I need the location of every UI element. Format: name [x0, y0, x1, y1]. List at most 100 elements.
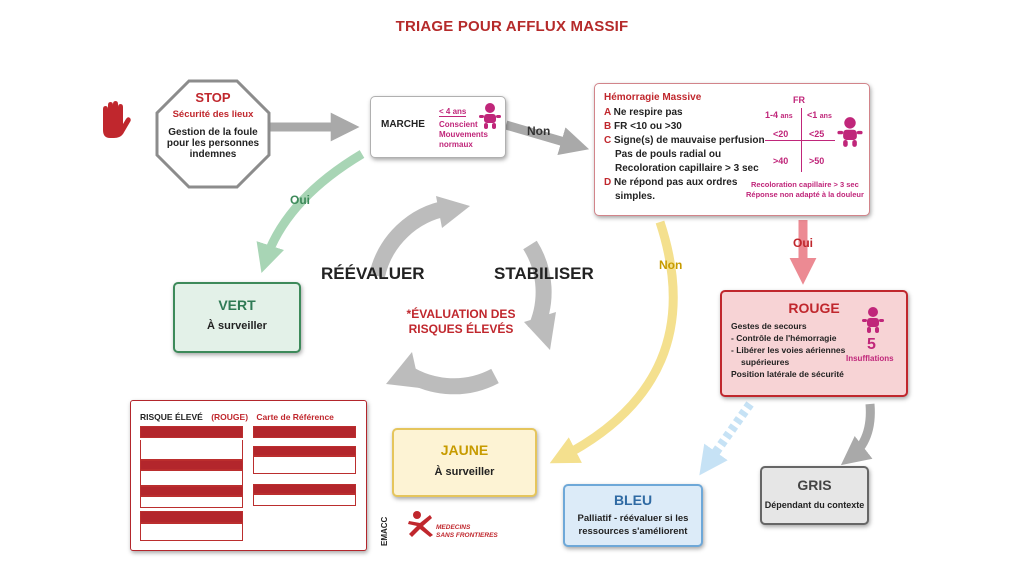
- vert-text: À surveiller: [207, 320, 267, 332]
- cycle-center-1: *ÉVALUATION DES: [406, 307, 516, 321]
- baby-icon-hemorrhage: [837, 117, 863, 147]
- stop-heading: STOP: [195, 90, 231, 105]
- rouge-box: ROUGE Gestes de secours - Contrôle de l'…: [720, 290, 908, 397]
- arrow-non-jaune: [549, 220, 678, 464]
- cycle-arrows: [369, 200, 552, 395]
- card-label-3: Carte de Référence: [256, 412, 334, 422]
- bleu-heading: BLEU: [613, 492, 653, 508]
- marche-cond-2: Mouvements: [439, 130, 488, 139]
- card-row-r5: [253, 494, 356, 506]
- msf-logo-icon: [408, 511, 433, 537]
- bleu-text-1: Palliatif - réévaluer si les: [577, 513, 689, 524]
- bleu-box: BLEU Palliatif - réévaluer si les ressou…: [563, 484, 703, 547]
- card-row-l2: [140, 440, 243, 460]
- card-row-r4: [253, 484, 356, 494]
- stop-text-3: indemnes: [189, 149, 237, 160]
- vert-heading: VERT: [218, 297, 256, 313]
- fr-label: FR: [793, 95, 805, 105]
- logo-emacc: EMACC: [380, 516, 389, 546]
- rouge-line-3: - Libérer les voies aériennes: [731, 345, 846, 355]
- card-header: RISQUE ÉLEVÉ (ROUGE) Carte de Référence: [140, 412, 334, 422]
- fr-cell-1: <20: [773, 129, 789, 139]
- logo-msf: MEDECINS SANS FRONTIERES: [436, 524, 498, 540]
- oui-label-left: Oui: [290, 193, 310, 207]
- rouge-line-2: - Contrôle de l'hémorragie: [731, 333, 837, 343]
- vert-box: VERT À surveiller: [173, 282, 301, 353]
- cycle-center-2: RISQUES ÉLEVÉS: [408, 322, 514, 336]
- rouge-heading: ROUGE: [788, 300, 840, 316]
- card-row-r2: [253, 446, 356, 456]
- hm-item-c3: Recoloration capillaire > 3 sec: [615, 163, 759, 174]
- hm-note-1: Recoloration capillaire > 3 sec: [751, 180, 859, 189]
- marche-age: < 4 ans: [439, 107, 467, 117]
- rouge-line-5: Position latérale de sécurité: [731, 369, 844, 379]
- baby-icon-rouge: [862, 307, 884, 333]
- hm-note-2: Réponse non adapté à la douleur: [746, 190, 864, 199]
- logo-msf-1: MEDECINS: [436, 524, 471, 531]
- hemorrhage-heading: Hémorragie Massive: [604, 92, 702, 103]
- rouge-num: 5: [867, 336, 876, 353]
- non-label-yellow: Non: [659, 258, 683, 272]
- card-row-r3: [253, 456, 356, 474]
- card-row-l1: [140, 426, 243, 438]
- card-row-l8: [140, 523, 243, 541]
- stop-octagon: [155, 79, 271, 189]
- marche-cond-1: Conscient: [439, 120, 478, 129]
- non-label-1: Non: [527, 124, 551, 138]
- marche-label: MARCHE: [381, 119, 425, 130]
- oui-label-right: Oui: [793, 236, 813, 250]
- hm-item-b: B FR <10 ou >30: [604, 121, 682, 132]
- rouge-line-1: Gestes de secours: [731, 321, 807, 331]
- stop-text-2: pour les personnes: [166, 138, 260, 149]
- cycle-center: *ÉVALUATION DES RISQUES ÉLEVÉS: [395, 307, 527, 337]
- fr-hline: [765, 140, 835, 141]
- fr-cell-2: <25: [809, 129, 825, 139]
- card-row-l3: [140, 460, 243, 470]
- hm-item-c: C Signe(s) de mauvaise perfusion: [604, 135, 765, 146]
- arrow-oui-vert: [256, 150, 365, 273]
- card-row-l6: [140, 496, 243, 508]
- fr-cell-4: >50: [809, 156, 825, 166]
- rouge-line-4: supérieures: [741, 357, 790, 367]
- rouge-lines: Gestes de secours - Contrôle de l'hémorr…: [731, 320, 845, 380]
- card-row-r1: [253, 426, 356, 438]
- jaune-box: JAUNE À surveiller: [392, 428, 537, 497]
- card-label-2: (ROUGE): [211, 412, 249, 422]
- cycle-arrowheads: [386, 196, 556, 388]
- jaune-heading: JAUNE: [440, 442, 489, 458]
- hm-item-a: A Ne respire pas: [604, 107, 683, 118]
- baby-icon: [479, 103, 501, 129]
- fr-head-right: <1 ans: [807, 110, 832, 120]
- hemorrhage-box: Hémorragie Massive A Ne respire pas B FR…: [594, 83, 870, 216]
- card-row-l4: [140, 470, 243, 486]
- arrow-rouge-bleu: [699, 401, 754, 476]
- bleu-text-2: ressources s'améliorent: [578, 526, 688, 537]
- rouge-num-label: Insufflations: [846, 354, 894, 363]
- marche-box: MARCHE < 4 ans Conscient Mouvements norm…: [370, 96, 506, 158]
- fr-head-left: 1-4 ans: [765, 110, 793, 120]
- jaune-text: À surveiller: [434, 466, 495, 478]
- logo-msf-2: SANS FRONTIERES: [436, 532, 498, 539]
- marche-cond-3: normaux: [439, 140, 473, 149]
- card-label-1: RISQUE ÉLEVÉ: [140, 412, 203, 422]
- stop-text-1: Gestion de la foule: [168, 127, 258, 138]
- arrow-rouge-gris: [840, 403, 875, 466]
- cycle-reevaluer: RÉÉVALUER: [321, 264, 425, 283]
- card-row-l5: [140, 486, 243, 496]
- stop-sub: Sécurité des lieux: [172, 109, 254, 120]
- gris-heading: GRIS: [797, 477, 832, 493]
- fr-cell-3: >40: [773, 156, 789, 166]
- card-row-l7: [140, 511, 243, 523]
- page-title: TRIAGE POUR AFFLUX MASSIF: [395, 18, 629, 35]
- hm-item-d: D Ne répond pas aux ordres: [604, 177, 738, 188]
- hand-stop-icon: [103, 101, 131, 138]
- hm-item-c2: Pas de pouls radial ou: [615, 149, 722, 160]
- gris-text: Dépendant du contexte: [764, 500, 865, 510]
- reference-card: RISQUE ÉLEVÉ (ROUGE) Carte de Référence: [130, 400, 367, 551]
- cycle-stabiliser: STABILISER: [494, 264, 594, 283]
- stop-content: STOP Sécurité des lieux Gestion de la fo…: [155, 90, 271, 160]
- marche-conditions: Conscient Mouvements normaux: [439, 120, 488, 150]
- arrow-marche-hemorrhage: [504, 120, 590, 155]
- hm-item-d2: simples.: [615, 191, 656, 202]
